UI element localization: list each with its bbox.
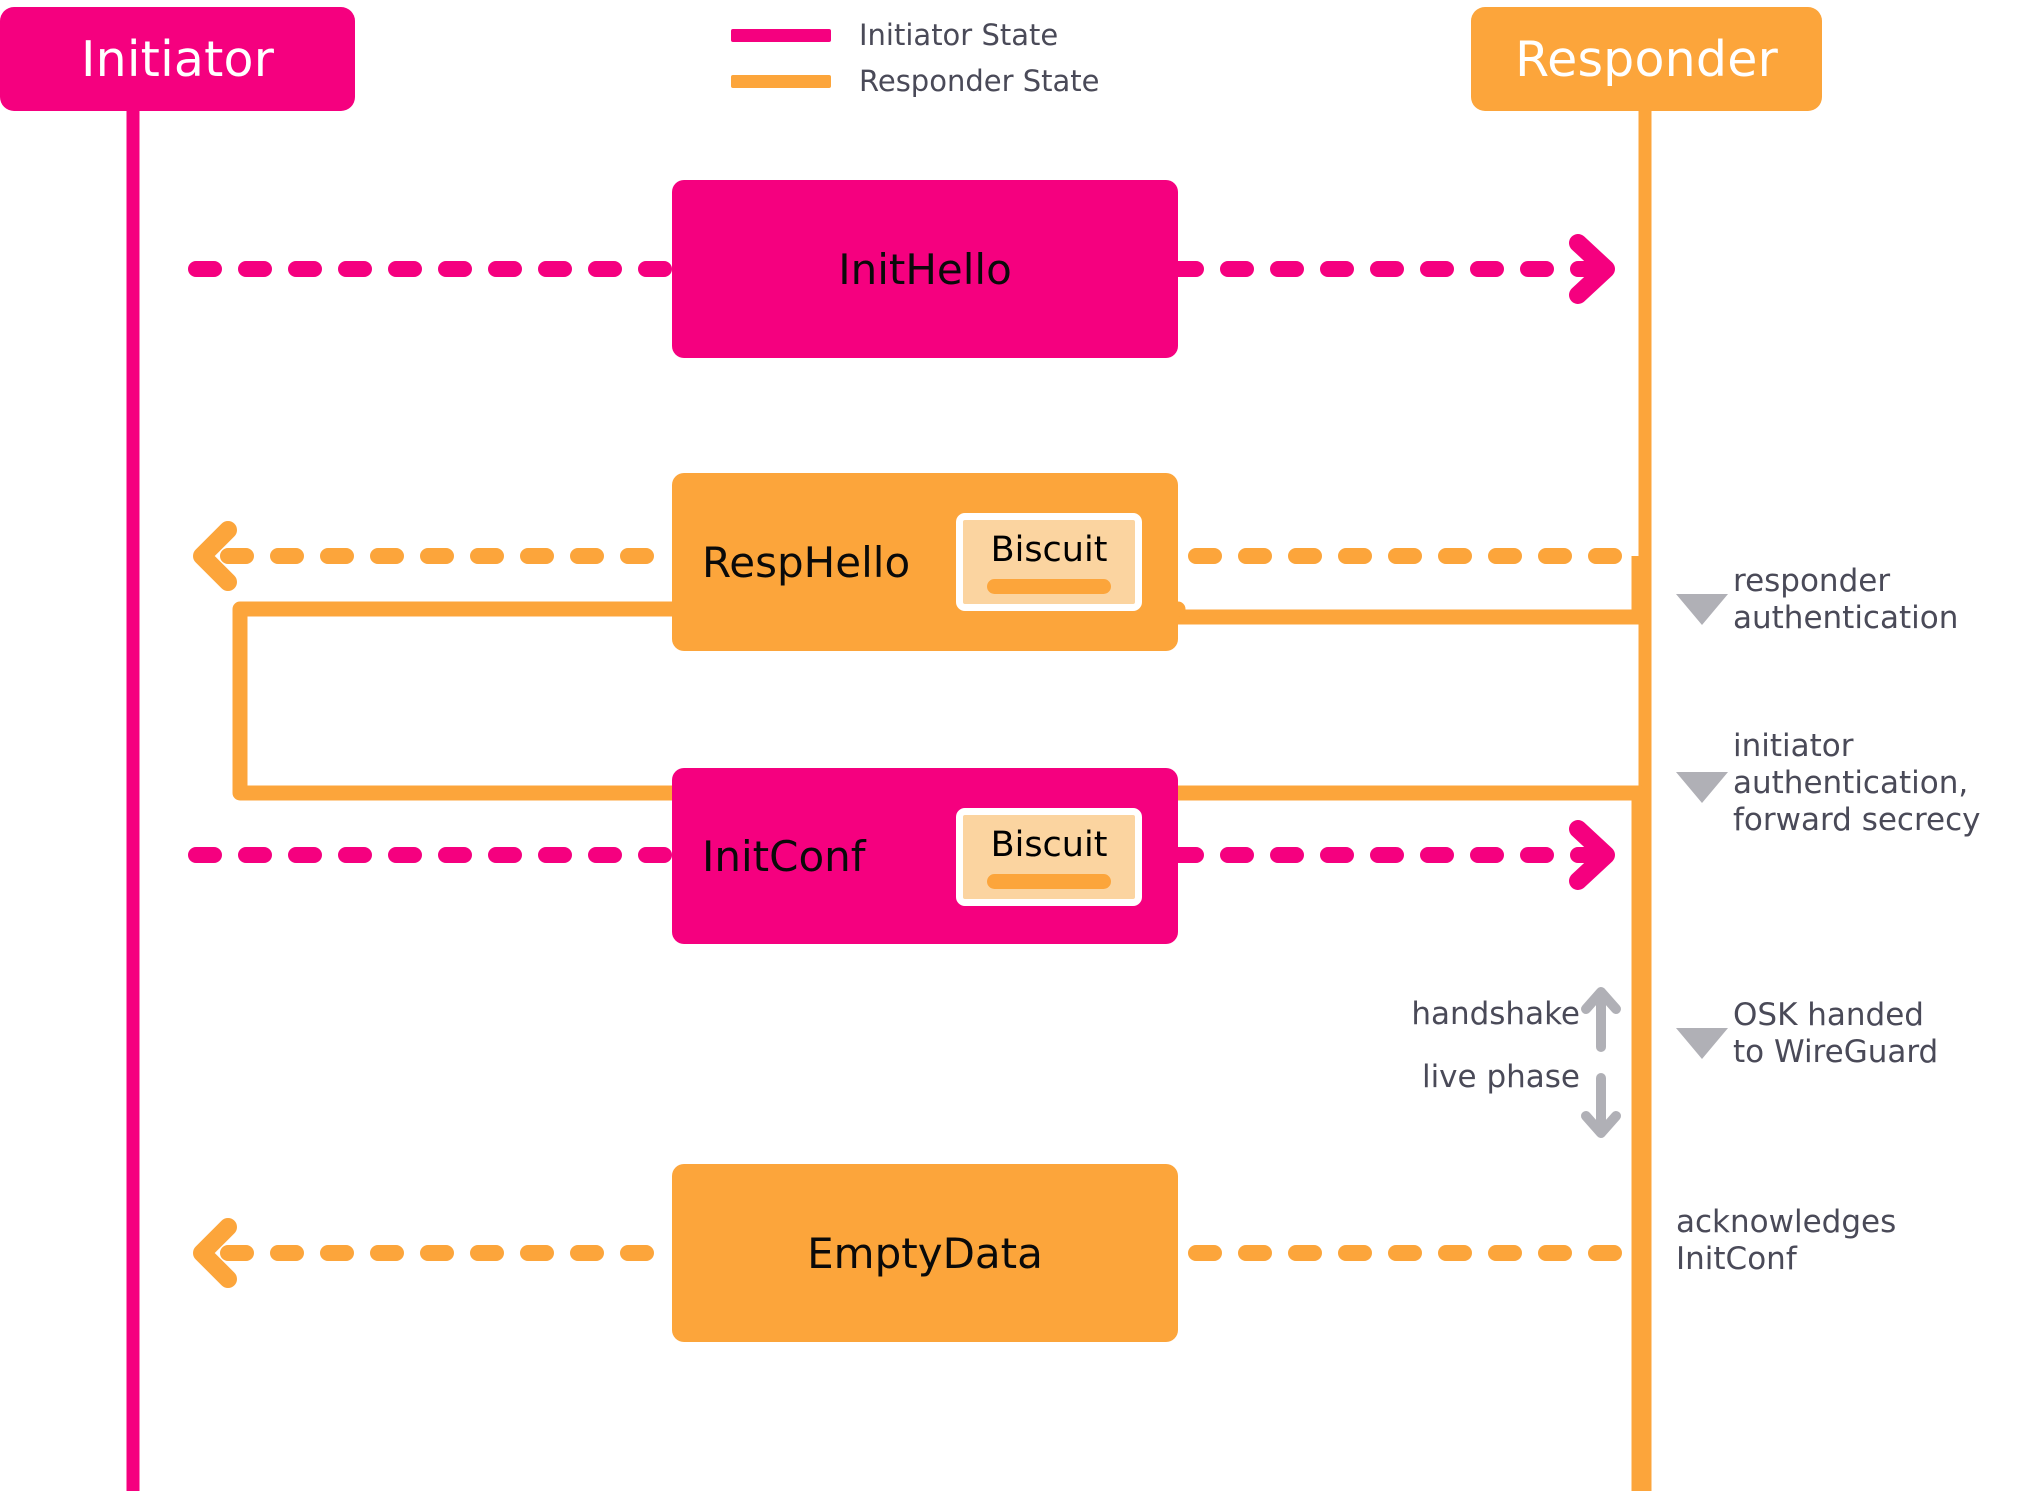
annotation-responder-authentication: responder authentication: [1733, 563, 1959, 637]
annotation-initiator-authentication: initiator authentication, forward secrec…: [1733, 728, 1981, 839]
phase-label-handshake: handshake: [1411, 996, 1580, 1032]
biscuit-badge-resphello[interactable]: Biscuit: [956, 513, 1142, 611]
legend-item-initiator-state: Initiator State: [731, 12, 1151, 58]
actor-responder-label: Responder: [1515, 30, 1778, 88]
annotation-osk-handed: OSK handed to WireGuard: [1733, 997, 1939, 1071]
handshake-arrow-up-icon: [1581, 987, 1621, 1052]
actor-initiator[interactable]: Initiator: [0, 7, 355, 111]
responder-state-path-right: [1178, 556, 1647, 625]
annotation-acknowledges-initconf: acknowledges InitConf: [1676, 1204, 1897, 1278]
inithello-arrowhead: [1569, 234, 1615, 304]
biscuit-bar-resphello: [987, 578, 1111, 594]
legend-item-responder-state: Responder State: [731, 58, 1151, 104]
initconf-arrowhead: [1569, 820, 1615, 890]
message-box-initconf[interactable]: InitConf Biscuit: [672, 768, 1178, 944]
responder-state-path-initconf: [1178, 785, 1647, 1491]
legend: Initiator State Responder State: [731, 12, 1151, 104]
actor-initiator-label: Initiator: [80, 30, 275, 88]
actor-responder[interactable]: Responder: [1471, 7, 1822, 111]
resphello-arrowhead: [193, 521, 237, 591]
message-label-inithello: InitHello: [838, 244, 1012, 294]
biscuit-label-resphello: Biscuit: [990, 529, 1108, 570]
initiator-auth-marker-icon: [1676, 772, 1728, 803]
biscuit-label-initconf: Biscuit: [990, 824, 1108, 865]
phase-label-live-phase: live phase: [1421, 1059, 1580, 1095]
message-label-resphello: RespHello: [702, 537, 911, 587]
message-label-initconf: InitConf: [702, 831, 866, 881]
message-box-resphello[interactable]: RespHello Biscuit: [672, 473, 1178, 651]
osk-handed-marker-icon: [1676, 1028, 1728, 1059]
responder-auth-marker-icon: [1676, 594, 1728, 625]
biscuit-bar-initconf: [987, 873, 1111, 889]
biscuit-badge-initconf[interactable]: Biscuit: [956, 808, 1142, 906]
emptydata-arrowhead: [193, 1218, 237, 1288]
legend-swatch-initiator: [731, 28, 831, 42]
message-box-inithello[interactable]: InitHello: [672, 180, 1178, 358]
message-label-emptydata: EmptyData: [807, 1228, 1043, 1278]
live-phase-arrow-down-icon: [1581, 1073, 1621, 1138]
legend-label-initiator: Initiator State: [859, 18, 1059, 52]
legend-swatch-responder: [731, 74, 831, 88]
message-box-emptydata[interactable]: EmptyData: [672, 1164, 1178, 1342]
legend-label-responder: Responder State: [859, 64, 1100, 98]
